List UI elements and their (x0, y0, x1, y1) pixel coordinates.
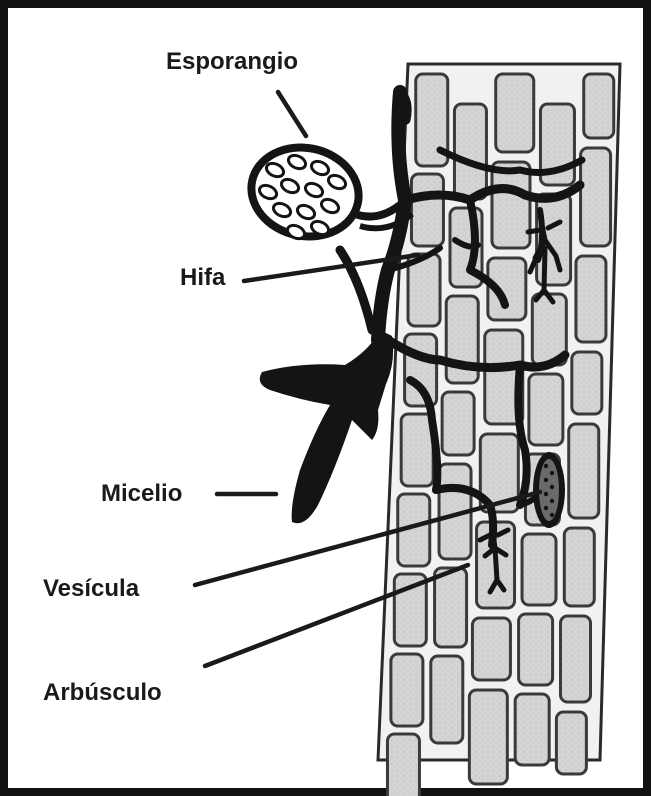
plant-cell (454, 104, 486, 199)
leader-esporangio (278, 92, 306, 136)
plant-cell (387, 734, 419, 796)
vesicle (533, 452, 565, 528)
vesicle-granule (550, 485, 554, 489)
label-hifa: Hifa (180, 266, 225, 290)
plant-cell (472, 618, 510, 680)
plant-cell (492, 162, 530, 248)
mycelium (260, 250, 393, 523)
root-tissue (378, 64, 620, 796)
sporangium (238, 133, 412, 251)
label-micelio: Micelio (101, 482, 182, 506)
plant-cell (576, 256, 606, 342)
plant-cell (496, 74, 534, 152)
plant-cell (564, 528, 594, 606)
plant-cell (515, 694, 549, 765)
plant-cell (431, 656, 463, 743)
plant-cell (569, 424, 599, 518)
plant-cell (581, 148, 611, 246)
plant-cell (401, 414, 433, 486)
vesicle-granule (544, 492, 548, 496)
plant-cell (561, 616, 591, 702)
plant-cell (435, 568, 467, 647)
plant-cell (556, 712, 586, 774)
vesicle-granule (550, 513, 554, 517)
vesicle-granule (544, 506, 548, 510)
label-arbusculo: Arbúsculo (43, 681, 162, 705)
plant-cell (572, 352, 602, 414)
vesicle-granule (544, 478, 548, 482)
label-vesicula: Vesícula (43, 577, 139, 601)
label-esporangio: Esporangio (166, 50, 298, 74)
plant-cell (469, 690, 507, 784)
vesicle-granule (550, 499, 554, 503)
plant-cell (519, 614, 553, 685)
vesicle-granule (544, 464, 548, 468)
vesicle-granule (550, 471, 554, 475)
plant-cell (584, 74, 614, 138)
plant-cell (522, 534, 556, 605)
plant-cell (405, 334, 437, 406)
plant-cell (391, 654, 423, 726)
plant-cell (442, 392, 474, 455)
plant-cell (411, 174, 443, 246)
plant-cell (529, 374, 563, 445)
